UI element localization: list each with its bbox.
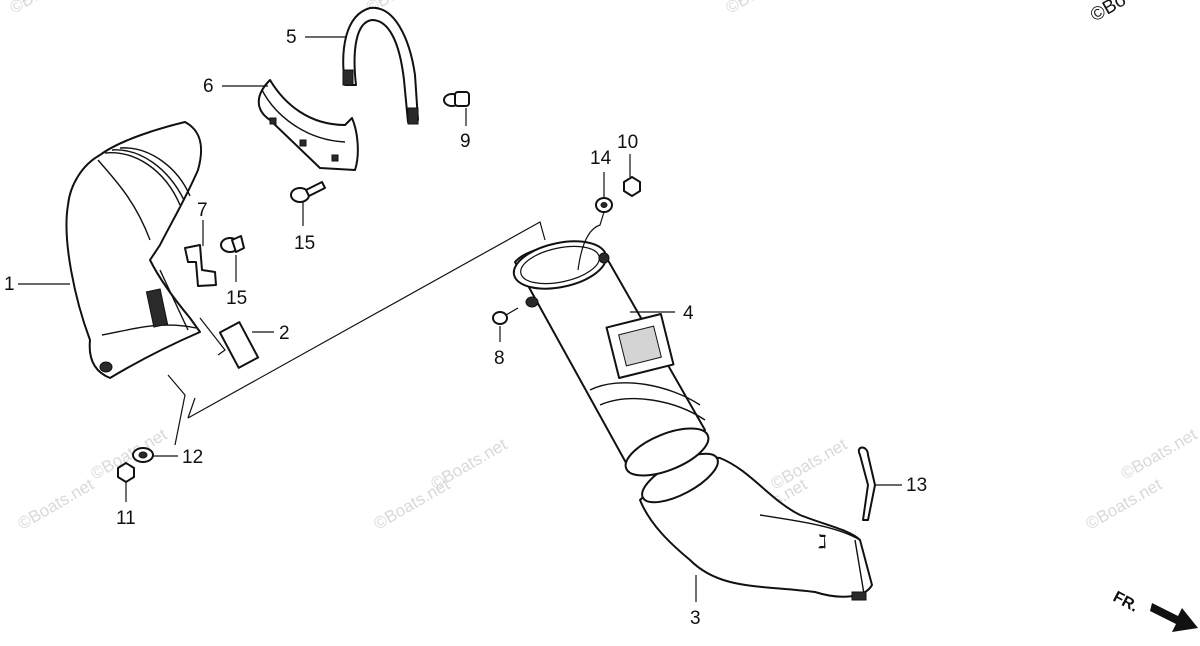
watermark-text: ©Boats.net [7, 0, 90, 17]
callout-12: 12 [182, 447, 203, 468]
part-15-bolt-top [290, 181, 326, 226]
part-4-pipe [512, 240, 710, 477]
watermark-text: ©Boats.net [768, 435, 851, 494]
watermark-text: ©Boats.net [15, 475, 98, 534]
part-1-duct [65, 121, 203, 379]
part-5-clamp [305, 6, 419, 125]
part-6-bracket [222, 79, 359, 171]
part-7-clip [184, 220, 217, 287]
part-14-washer [577, 172, 613, 271]
callouts: 1 2 3 4 5 6 7 8 9 10 11 12 13 14 15 15 [4, 27, 927, 629]
callout-15-top: 15 [294, 233, 315, 254]
callout-14: 14 [590, 148, 612, 169]
front-arrow-icon [1150, 603, 1198, 632]
part-12-washer [132, 447, 178, 463]
assembly-lines [167, 221, 546, 446]
callout-15-lower: 15 [226, 288, 247, 309]
callout-8: 8 [494, 348, 505, 369]
callout-6: 6 [203, 76, 214, 97]
watermark-text: ©Boats.net [1083, 475, 1166, 534]
callout-3: 3 [690, 608, 701, 629]
part-3-elbow: ℷ [639, 452, 873, 601]
front-label: FR. [1110, 589, 1141, 616]
watermark-text: ©Boats.net [428, 435, 511, 494]
part-11-nut [117, 462, 135, 502]
callout-11: 11 [116, 508, 136, 529]
callout-10: 10 [617, 132, 638, 153]
part-2-strip [218, 321, 274, 369]
callout-2: 2 [279, 323, 290, 344]
part-13-pin [857, 446, 902, 521]
watermark-text: ©Boats.net [723, 0, 806, 17]
callout-5: 5 [286, 27, 297, 48]
front-direction-indicator: FR. [1110, 589, 1198, 632]
callout-1: 1 [4, 274, 15, 295]
part-8-screw [492, 307, 519, 342]
watermark-corner: ©Bo [1087, 0, 1130, 26]
callout-7: 7 [197, 200, 208, 221]
part-3-mark: ℷ [818, 532, 827, 553]
part-9-pin [443, 91, 470, 126]
part-15-bolt-lower [220, 235, 245, 282]
callout-9: 9 [460, 131, 471, 152]
watermark-text: ©Boats.net [1118, 425, 1200, 484]
callout-13: 13 [906, 475, 927, 496]
part-10-nut [623, 154, 641, 197]
callout-4: 4 [683, 303, 694, 324]
